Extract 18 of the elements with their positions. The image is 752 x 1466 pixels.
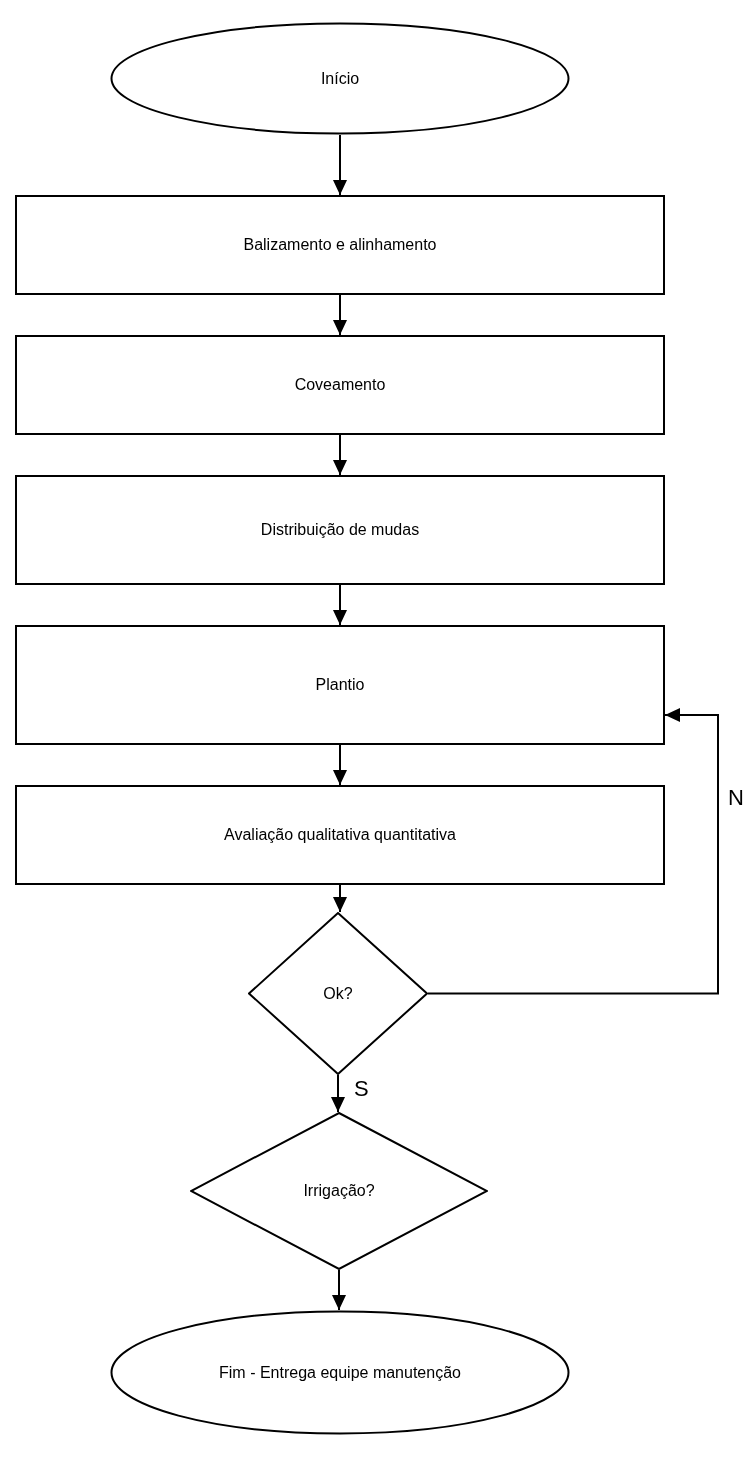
node-label: Irrigação? (303, 1181, 375, 1201)
arrow (333, 434, 347, 476)
node-label: Plantio (315, 675, 365, 695)
arrow (333, 884, 347, 913)
arrow (331, 1074, 345, 1113)
arrow (333, 294, 347, 336)
arrow (333, 744, 347, 786)
node-label: Fim - Entrega equipe manutenção (219, 1362, 461, 1383)
arrow (427, 708, 719, 995)
node-label: Coveamento (294, 375, 386, 395)
node-label: Balizamento e alinhamento (243, 235, 437, 255)
node-label: Ok? (323, 983, 353, 1004)
node-label: Início (320, 68, 360, 89)
arrow (333, 584, 347, 626)
arrow (332, 1269, 346, 1311)
arrow (333, 134, 347, 196)
node-label: Distribuição de mudas (260, 520, 420, 540)
node-label: Avaliação qualitativa quantitativa (224, 825, 456, 845)
